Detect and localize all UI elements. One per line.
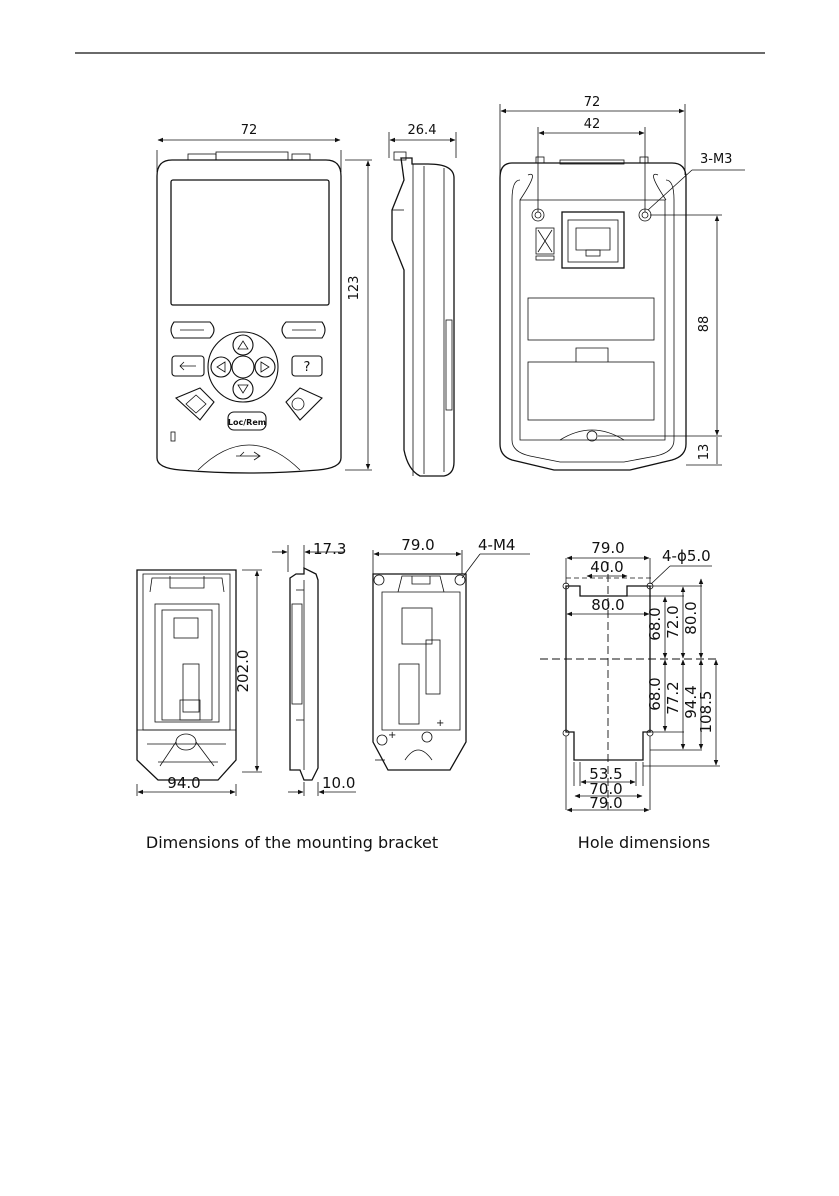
back-height-88-label: 88 [697, 316, 712, 333]
bracket-back-width-label: 79.0 [401, 536, 434, 554]
front-width-label: 72 [241, 123, 258, 138]
holes-caption: Hole dimensions [578, 833, 710, 852]
keypad-back-view: 72 42 3-M3 [500, 95, 745, 470]
svg-text:+: + [436, 718, 444, 729]
side-height-label: 123 [347, 276, 362, 301]
upper-dim-68: 68.0 [646, 607, 664, 640]
bracket-back-view: 79.0 4-M4 + + [373, 536, 530, 770]
keypad-front-view: 72 ? Loc/Rem [157, 123, 341, 473]
bracket-side-view: 17.3 10.0 [272, 540, 356, 796]
svg-text:+: + [388, 730, 396, 741]
upper-dim-80: 80.0 [682, 601, 700, 634]
lower-dim-68: 68.0 [646, 677, 664, 710]
bracket-screw-label: 4-M4 [478, 536, 515, 554]
bracket-height-label: 202.0 [234, 650, 252, 693]
lower-dim-108: 108.5 [697, 691, 715, 734]
keypad-side-view: 26.4 123 [345, 123, 456, 476]
hole-notch-width-label: 40.0 [590, 558, 623, 576]
bracket-width-label: 94.0 [167, 774, 200, 792]
loc-rem-label: Loc/Rem [228, 418, 266, 427]
svg-text:?: ? [304, 360, 311, 375]
back-height-13-label: 13 [697, 444, 712, 461]
bracket-depth-top-label: 17.3 [313, 540, 346, 558]
lower-dim-77: 77.2 [664, 681, 682, 714]
hole-top-width-label: 79.0 [591, 539, 624, 557]
back-width-label: 72 [584, 95, 601, 110]
screw-callout-label: 3-M3 [700, 152, 732, 167]
hole-inner-width-label: 80.0 [591, 596, 624, 614]
bracket-front-view: 202.0 94.0 [137, 570, 262, 796]
bottom-width-79: 79.0 [589, 794, 622, 812]
hole-spacing-label: 42 [584, 117, 601, 132]
upper-dim-72: 72.0 [664, 605, 682, 638]
hole-callout-label: 4-ϕ5.0 [662, 547, 711, 565]
hole-dimensions-view: 79.0 4-ϕ5.0 40.0 80.0 68.0 72.0 80.0 68.… [540, 539, 720, 812]
bracket-caption: Dimensions of the mounting bracket [146, 833, 438, 852]
side-depth-label: 26.4 [408, 123, 437, 138]
bracket-depth-bottom-label: 10.0 [322, 774, 355, 792]
